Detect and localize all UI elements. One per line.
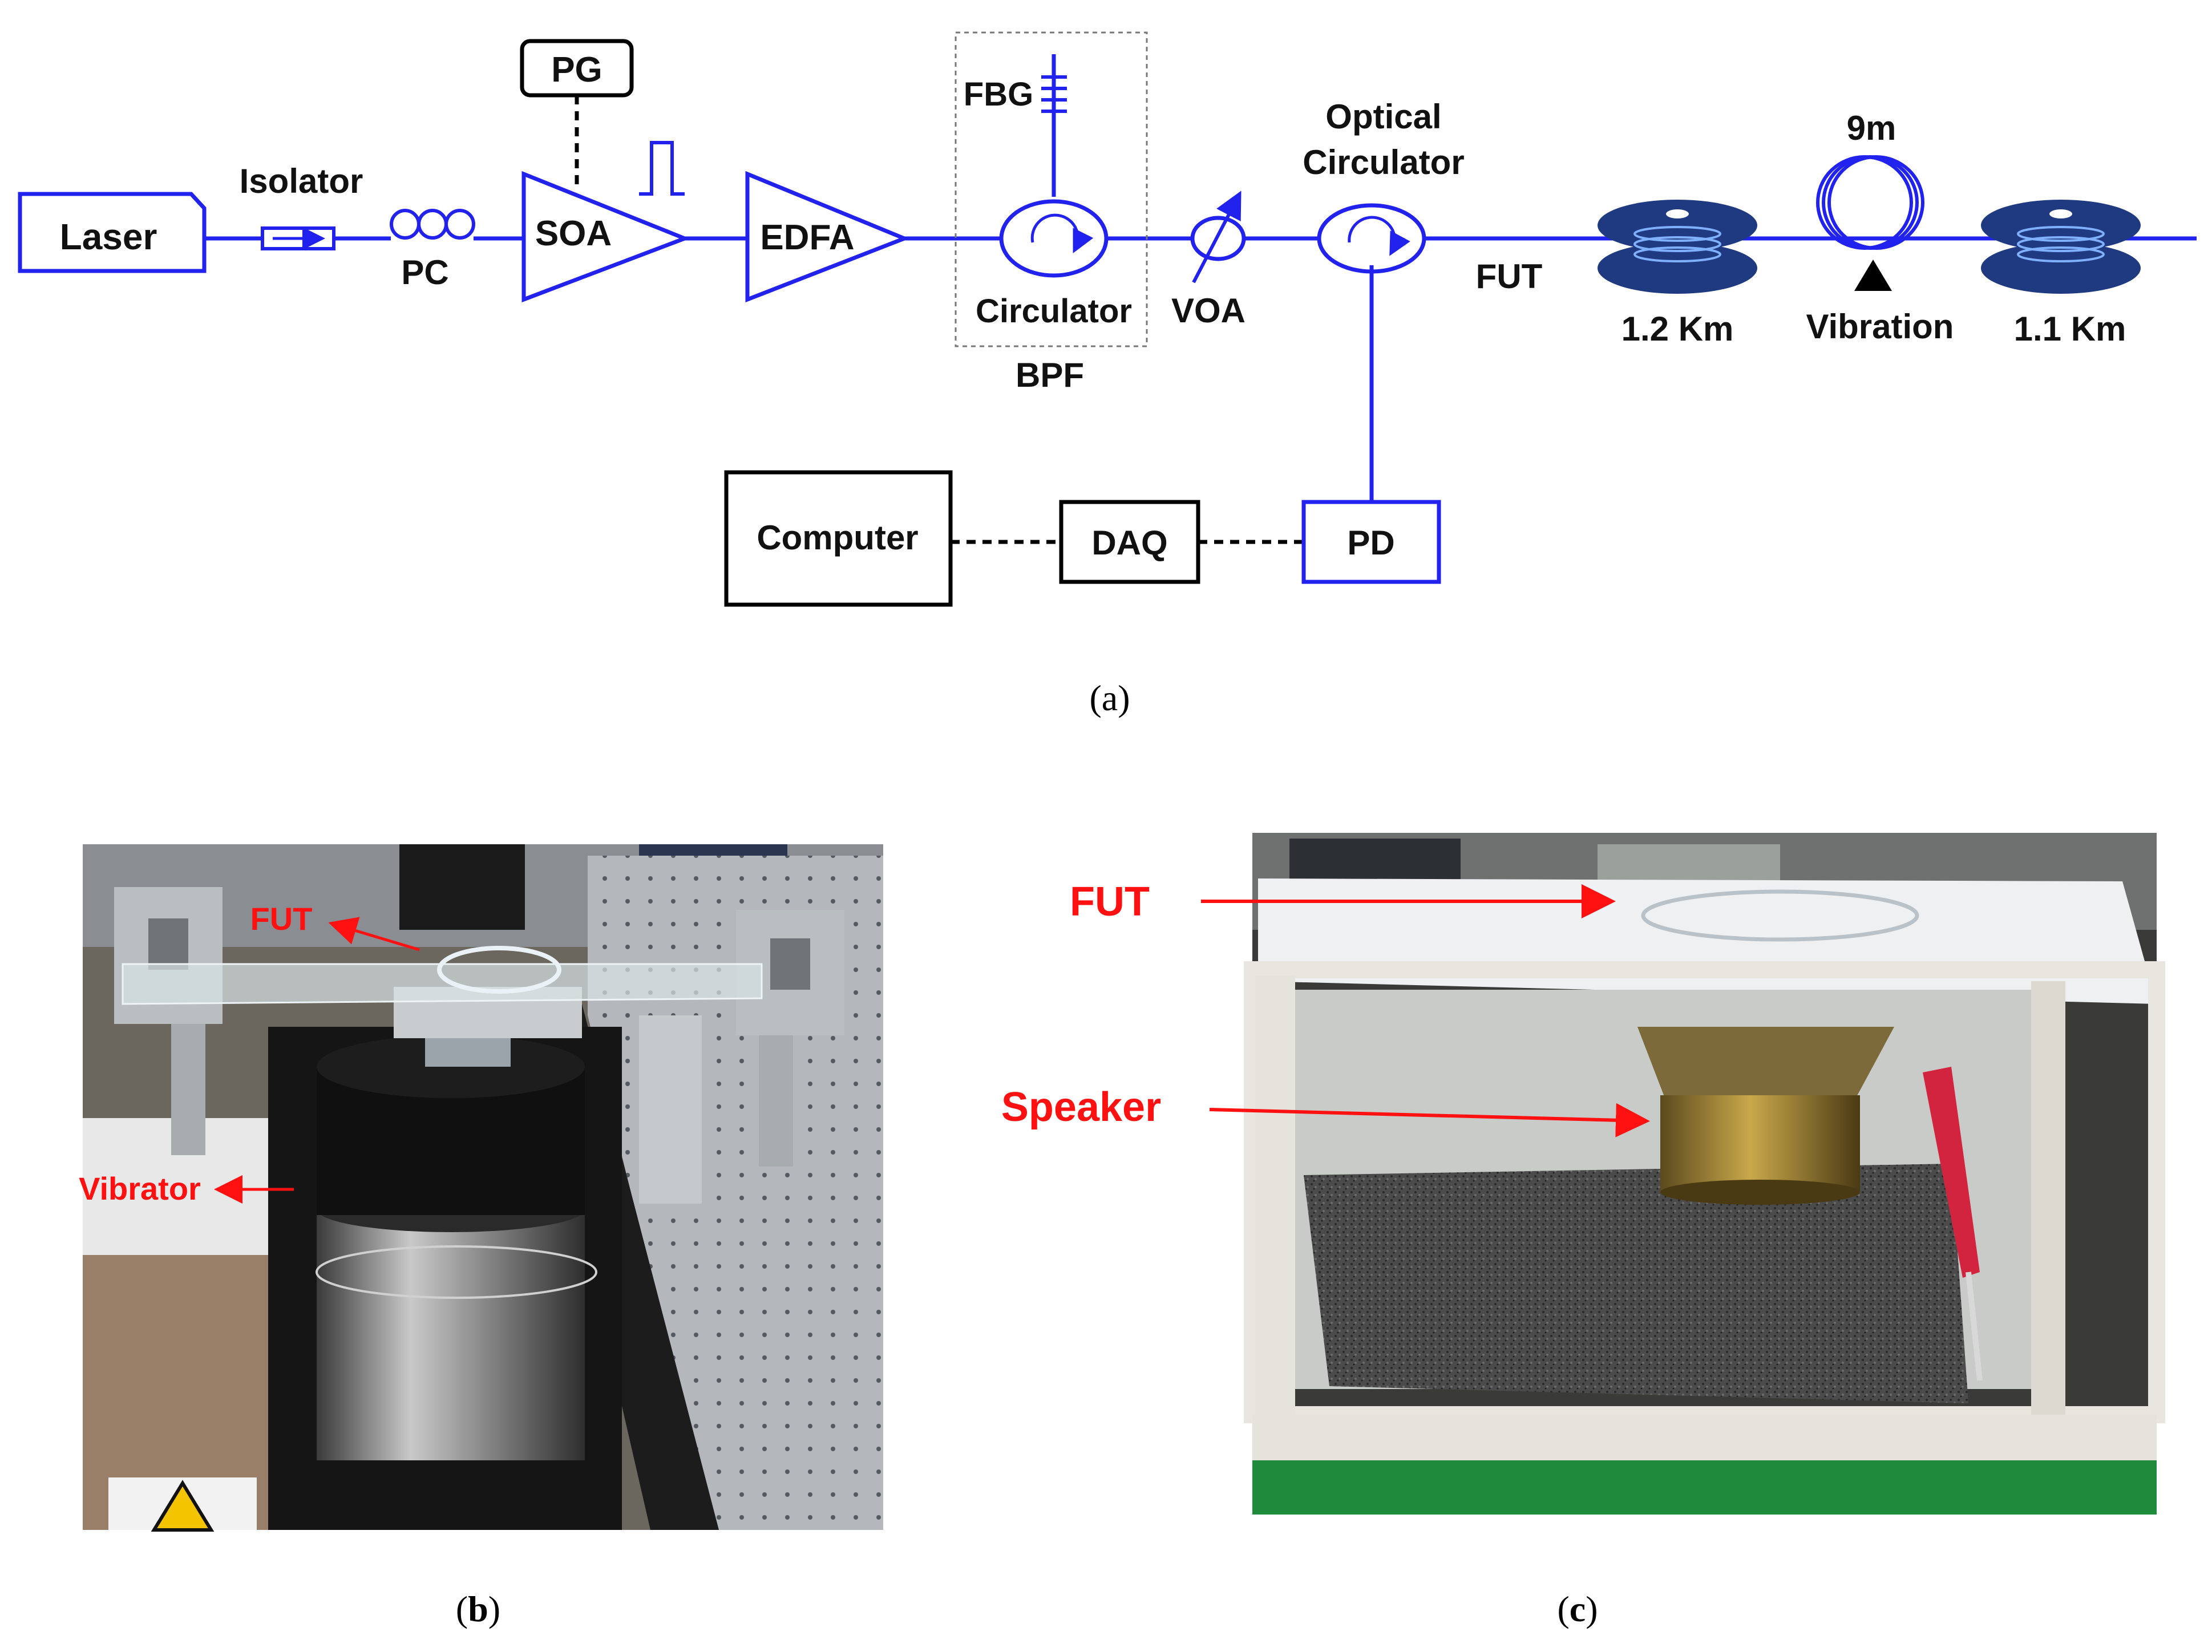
- caption-c: (c): [1557, 1589, 1598, 1629]
- spool-2-label: 1.1 Km: [2014, 310, 2126, 348]
- isolator-label: Isolator: [240, 162, 363, 200]
- photo-c-fut-coil: [1641, 889, 1919, 942]
- laser-label: Laser: [60, 216, 157, 257]
- optical-circulator-arrow: [1348, 216, 1410, 256]
- photo-c-speaker-label: Speaker: [1001, 1084, 1161, 1130]
- pg-label: PG: [551, 50, 602, 90]
- fbg-grating-icon: [1041, 75, 1067, 113]
- speaker-cone: [1637, 1027, 1894, 1101]
- speaker-photo: FUT Speaker: [1001, 833, 2165, 1515]
- soa-label: SOA: [535, 214, 612, 253]
- speaker-magnet: [1660, 1095, 1860, 1192]
- vibration-label: Vibration: [1806, 307, 1954, 346]
- pd-box: [1301, 500, 1441, 584]
- spool-1-label: 1.2 Km: [1621, 310, 1734, 348]
- caption-a: (a): [1089, 678, 1130, 718]
- setup-schematic: Laser Isolator PC PG SOA EDFA FBG: [18, 31, 2197, 607]
- bpf-circulator: [999, 199, 1109, 278]
- vibrator-photo: FUT Vibrator: [79, 844, 883, 1532]
- edfa-label: EDFA: [760, 218, 854, 257]
- acrylic-bar: [122, 963, 763, 1005]
- laser-box: [18, 192, 207, 273]
- fut-loop: [437, 946, 561, 994]
- bpf-label: BPF: [1016, 356, 1084, 394]
- polarization-controller-icon: [390, 209, 475, 240]
- daq-label: DAQ: [1091, 524, 1167, 562]
- vibration-marker-icon: [1854, 260, 1892, 291]
- caption-b: (b): [456, 1589, 500, 1629]
- edfa-triangle: [745, 171, 910, 303]
- optical-circulator-label-1: Optical: [1325, 98, 1441, 136]
- computer-label: Computer: [757, 519, 918, 557]
- photo-c-speaker-arrow: [1209, 1103, 1650, 1137]
- photo-b-vibrator-label: Vibrator: [79, 1171, 201, 1206]
- computer-box: [724, 470, 953, 607]
- coil-length-label: 9m: [1847, 109, 1896, 147]
- voa-label: VOA: [1171, 291, 1245, 330]
- pulse-icon: [639, 141, 685, 196]
- fbg-label: FBG: [964, 76, 1033, 113]
- pd-label: PD: [1347, 524, 1394, 562]
- circulator-label: Circulator: [976, 293, 1132, 330]
- warning-icon: [151, 1480, 215, 1532]
- pc-label: PC: [401, 253, 448, 291]
- foam-pad: [1304, 1164, 1968, 1403]
- photo-b-fut-arrow: [328, 917, 420, 951]
- fiber-spool-2-icon: [1981, 200, 2141, 294]
- voa-arrow: [1192, 191, 1242, 284]
- soa-triangle: [521, 171, 690, 303]
- fiber-coil-icon: [1816, 155, 1924, 250]
- alligator-clip: [1923, 1067, 1980, 1278]
- photo-b-fut-label: FUT: [250, 901, 313, 937]
- green-base: [1252, 1460, 2157, 1515]
- photo-c-fut-label: FUT: [1070, 879, 1150, 925]
- bpf-circulator-arrow: [1030, 213, 1094, 253]
- bpf-outline: [955, 31, 1148, 347]
- fut-label: FUT: [1476, 257, 1543, 295]
- isolator-symbol: [261, 226, 335, 250]
- fiber-spool-1-icon: [1598, 200, 1757, 294]
- optical-circulator-label-2: Circulator: [1303, 143, 1464, 181]
- optical-circulator: [1317, 203, 1426, 274]
